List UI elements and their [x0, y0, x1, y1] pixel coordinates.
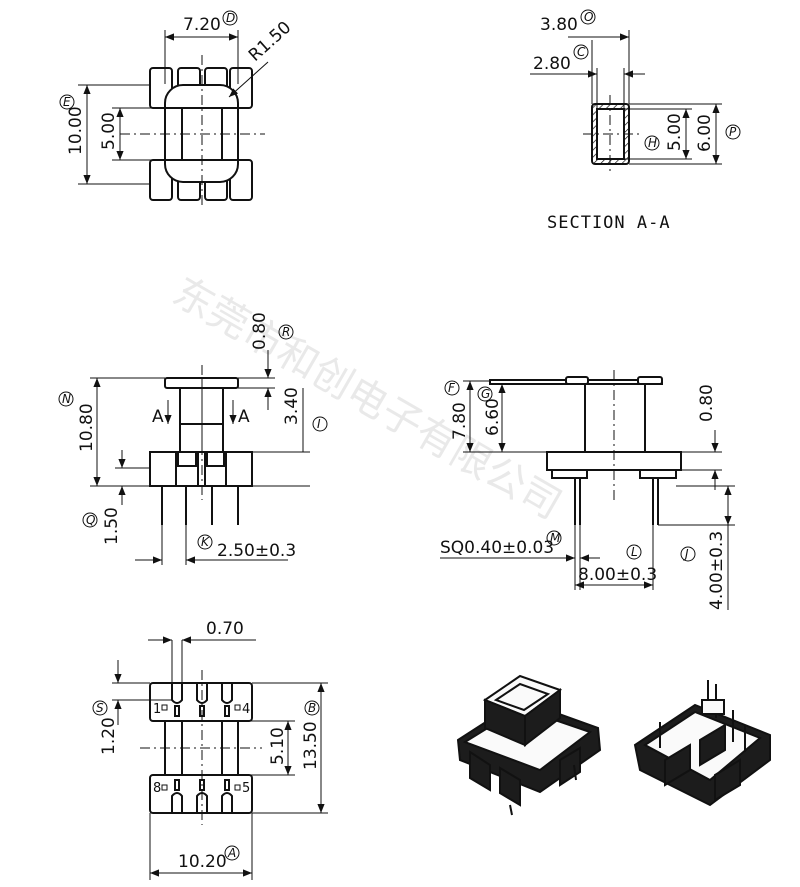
callout-bottom-height: B [308, 701, 316, 715]
dim-bottom-slot: 0.70 [206, 619, 244, 639]
iso-view-bottom [633, 680, 771, 807]
watermark: 东莞市和创电子有限公司 [165, 269, 569, 529]
callout-bottom-slot-depth: S [96, 701, 104, 715]
callout-front-pin-pitch: K [201, 535, 210, 549]
callout-section-inner-height: H [648, 136, 657, 150]
dim-side-pin-sq: SQ0.40±0.03 [440, 538, 554, 558]
section-view: 3.80 O 2.80 C 5.00 H 6.00 P SECTION A-A [530, 9, 741, 233]
bottom-view: 1 4 8 5 0.70 1.20 S 5.10 13.50 B [92, 619, 328, 880]
section-mark-right: A [238, 407, 250, 427]
dim-front-height: 10.80 [77, 403, 97, 452]
callout-front-height: N [62, 392, 71, 406]
dim-top-radius: R1.50 [245, 18, 295, 66]
callout-section-outer-height: P [729, 125, 737, 139]
dim-bottom-inner: 5.10 [268, 727, 288, 765]
dim-front-flange: 0.80 [250, 312, 270, 350]
callout-bottom-width: A [227, 846, 236, 860]
dim-side-flange: 0.80 [697, 384, 717, 422]
section-mark-left: A [152, 407, 164, 427]
callout-side-pin-span: L [631, 545, 638, 559]
dim-top-height: 10.00 [66, 106, 86, 155]
callout-top-height: E [63, 95, 71, 109]
callout-front-pin-len: Q [86, 513, 95, 527]
callout-side-height: F [448, 381, 456, 395]
callout-section-outer-width: O [584, 10, 593, 24]
dim-bottom-slot-depth: 1.20 [99, 717, 119, 755]
dim-top-inner: 5.00 [99, 112, 119, 150]
pin-label-5: 5 [242, 781, 250, 796]
callout-top-width: D [226, 11, 235, 25]
dim-bottom-height: 13.50 [301, 721, 321, 770]
section-title: SECTION A-A [547, 213, 671, 233]
dim-section-outer-width: 3.80 [540, 15, 578, 35]
pin-label-4: 4 [242, 702, 250, 717]
callout-front-flange: R [282, 325, 290, 339]
dim-side-pin-span: 8.00±0.3 [578, 565, 657, 585]
dim-side-body: 6.60 [483, 398, 503, 436]
pin-label-8: 8 [153, 781, 161, 796]
callout-side-body: G [481, 387, 490, 401]
dim-side-pin-len: 4.00±0.3 [707, 531, 727, 610]
callout-side-pin-len: J [683, 547, 689, 561]
dim-section-inner-width: 2.80 [533, 54, 571, 74]
dim-section-outer-height: 6.00 [695, 114, 715, 152]
iso-view-top [456, 674, 602, 816]
side-view: 7.80 F 6.60 G 0.80 4.00±0.3 J SQ0.40±0.0… [440, 370, 735, 610]
dim-front-pin-pitch: 2.50±0.3 [217, 541, 296, 561]
callout-side-pin-sq: M [550, 531, 561, 545]
callout-front-mid: I [317, 417, 321, 431]
dim-front-mid: 3.40 [282, 387, 302, 425]
pin-label-1: 1 [153, 702, 161, 717]
dim-top-width: 7.20 [183, 15, 221, 35]
dim-bottom-width: 10.20 [178, 852, 227, 872]
front-view: A A 10.80 N 0.80 R 3.40 I 1.50 Q [58, 312, 328, 565]
dim-side-height: 7.80 [450, 402, 470, 440]
callout-section-inner-width: C [577, 45, 586, 59]
dim-front-pin-len: 1.50 [102, 507, 122, 545]
top-view: 7.20 D R1.50 10.00 E 5.00 [59, 10, 295, 205]
dim-section-inner-height: 5.00 [665, 113, 685, 151]
